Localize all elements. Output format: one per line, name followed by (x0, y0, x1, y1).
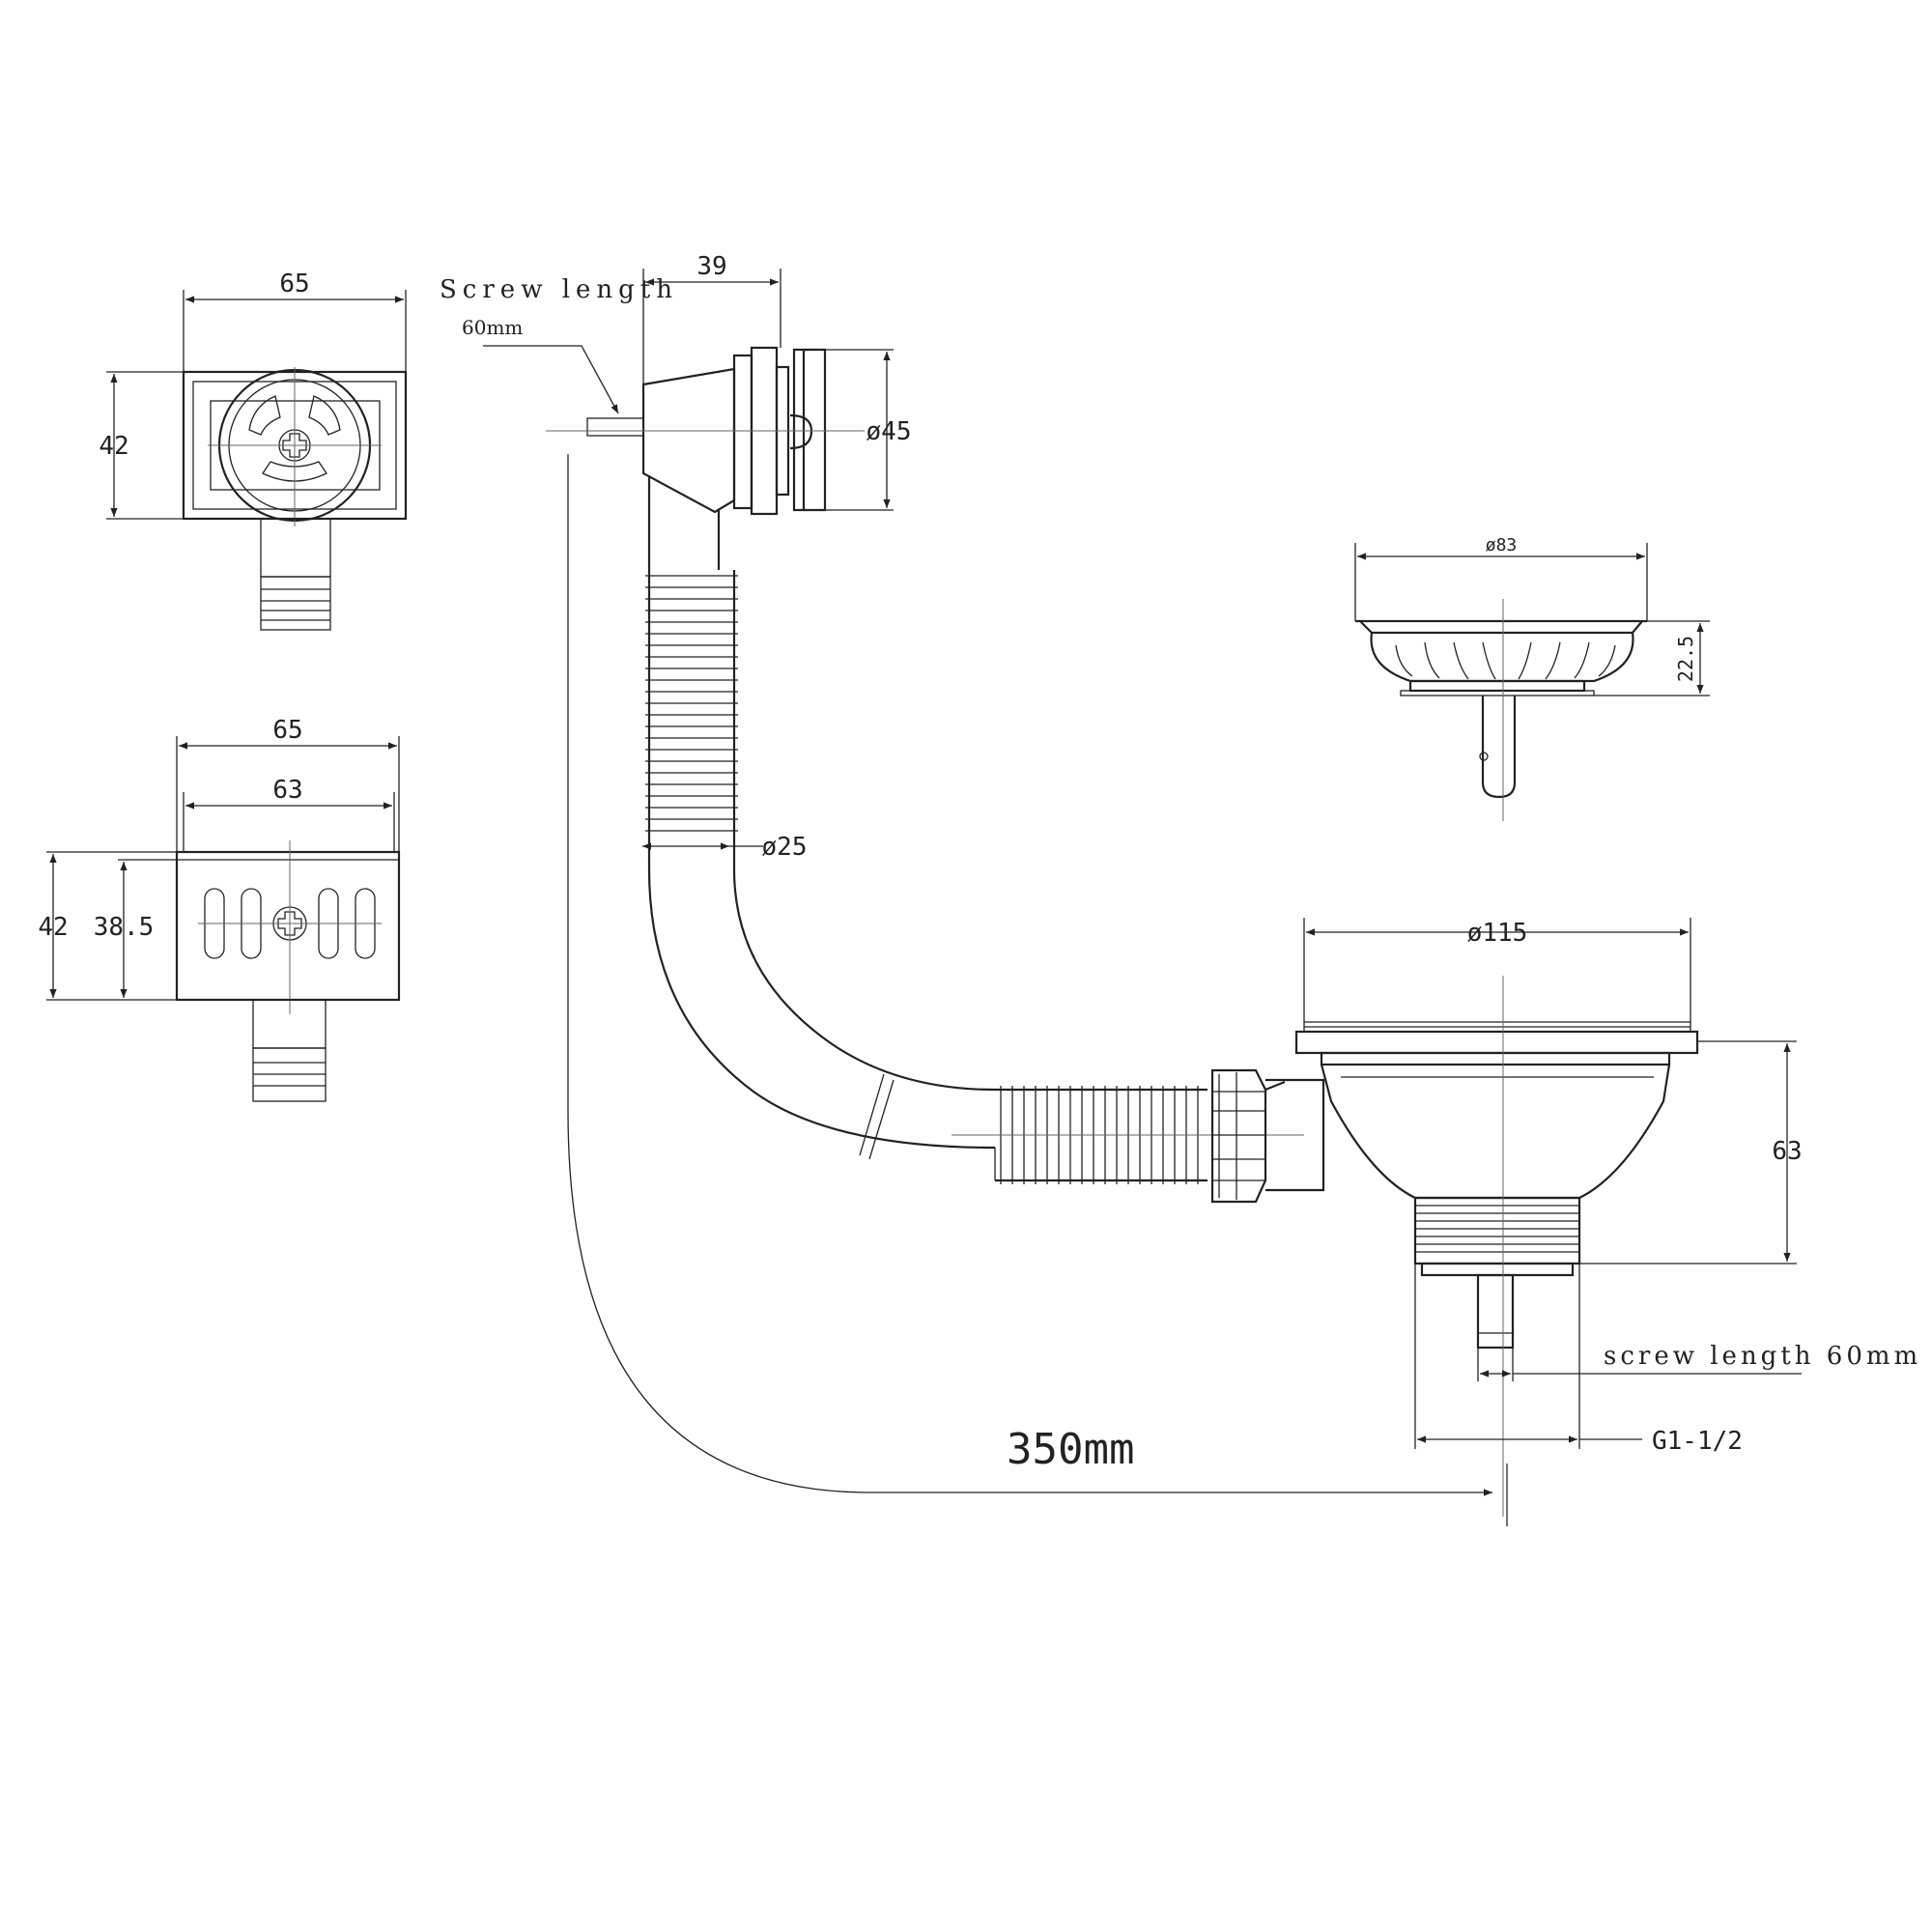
strainer-height-label: 63 (1772, 1137, 1802, 1166)
thread-size-label: G1-1/2 (1652, 1427, 1743, 1456)
screw-length-value: 60mm (462, 316, 523, 339)
cable-length-label: 350mm (1007, 1425, 1134, 1474)
side-view-height-inner-label: 38.5 (94, 913, 155, 942)
side-view: 65 63 42 38.5 (38, 716, 401, 1102)
screw-length-title: Screw length (440, 275, 678, 304)
strainer-screw-length-label: screw length 60mm (1604, 1342, 1921, 1371)
main-assembly: 39 ø45 Screw length 60mm ø25 350mm (440, 252, 1508, 1526)
side-view-width-inner-label: 63 (272, 776, 302, 805)
knob-depth-label: 39 (696, 252, 726, 281)
knob-diameter-label: ø45 (867, 417, 912, 446)
top-view-height-label: 42 (99, 432, 128, 461)
corrugated-hose-vertical (645, 570, 738, 833)
basket-height-label: 22.5 (1674, 636, 1697, 682)
hose-diameter-label: ø25 (762, 833, 808, 862)
strainer-body: ø115 63 screw length 60mm G1-1/2 (1294, 918, 1921, 1517)
side-view-height-outer-label: 42 (38, 913, 68, 942)
basket-diameter-label: ø83 (1486, 535, 1518, 555)
top-view-width-label: 65 (279, 270, 309, 298)
top-view: 65 42 (99, 270, 408, 631)
strainer-diameter-label: ø115 (1467, 919, 1528, 948)
basket-strainer: ø83 22.5 (1354, 535, 1710, 821)
side-view-width-outer-label: 65 (272, 716, 302, 745)
